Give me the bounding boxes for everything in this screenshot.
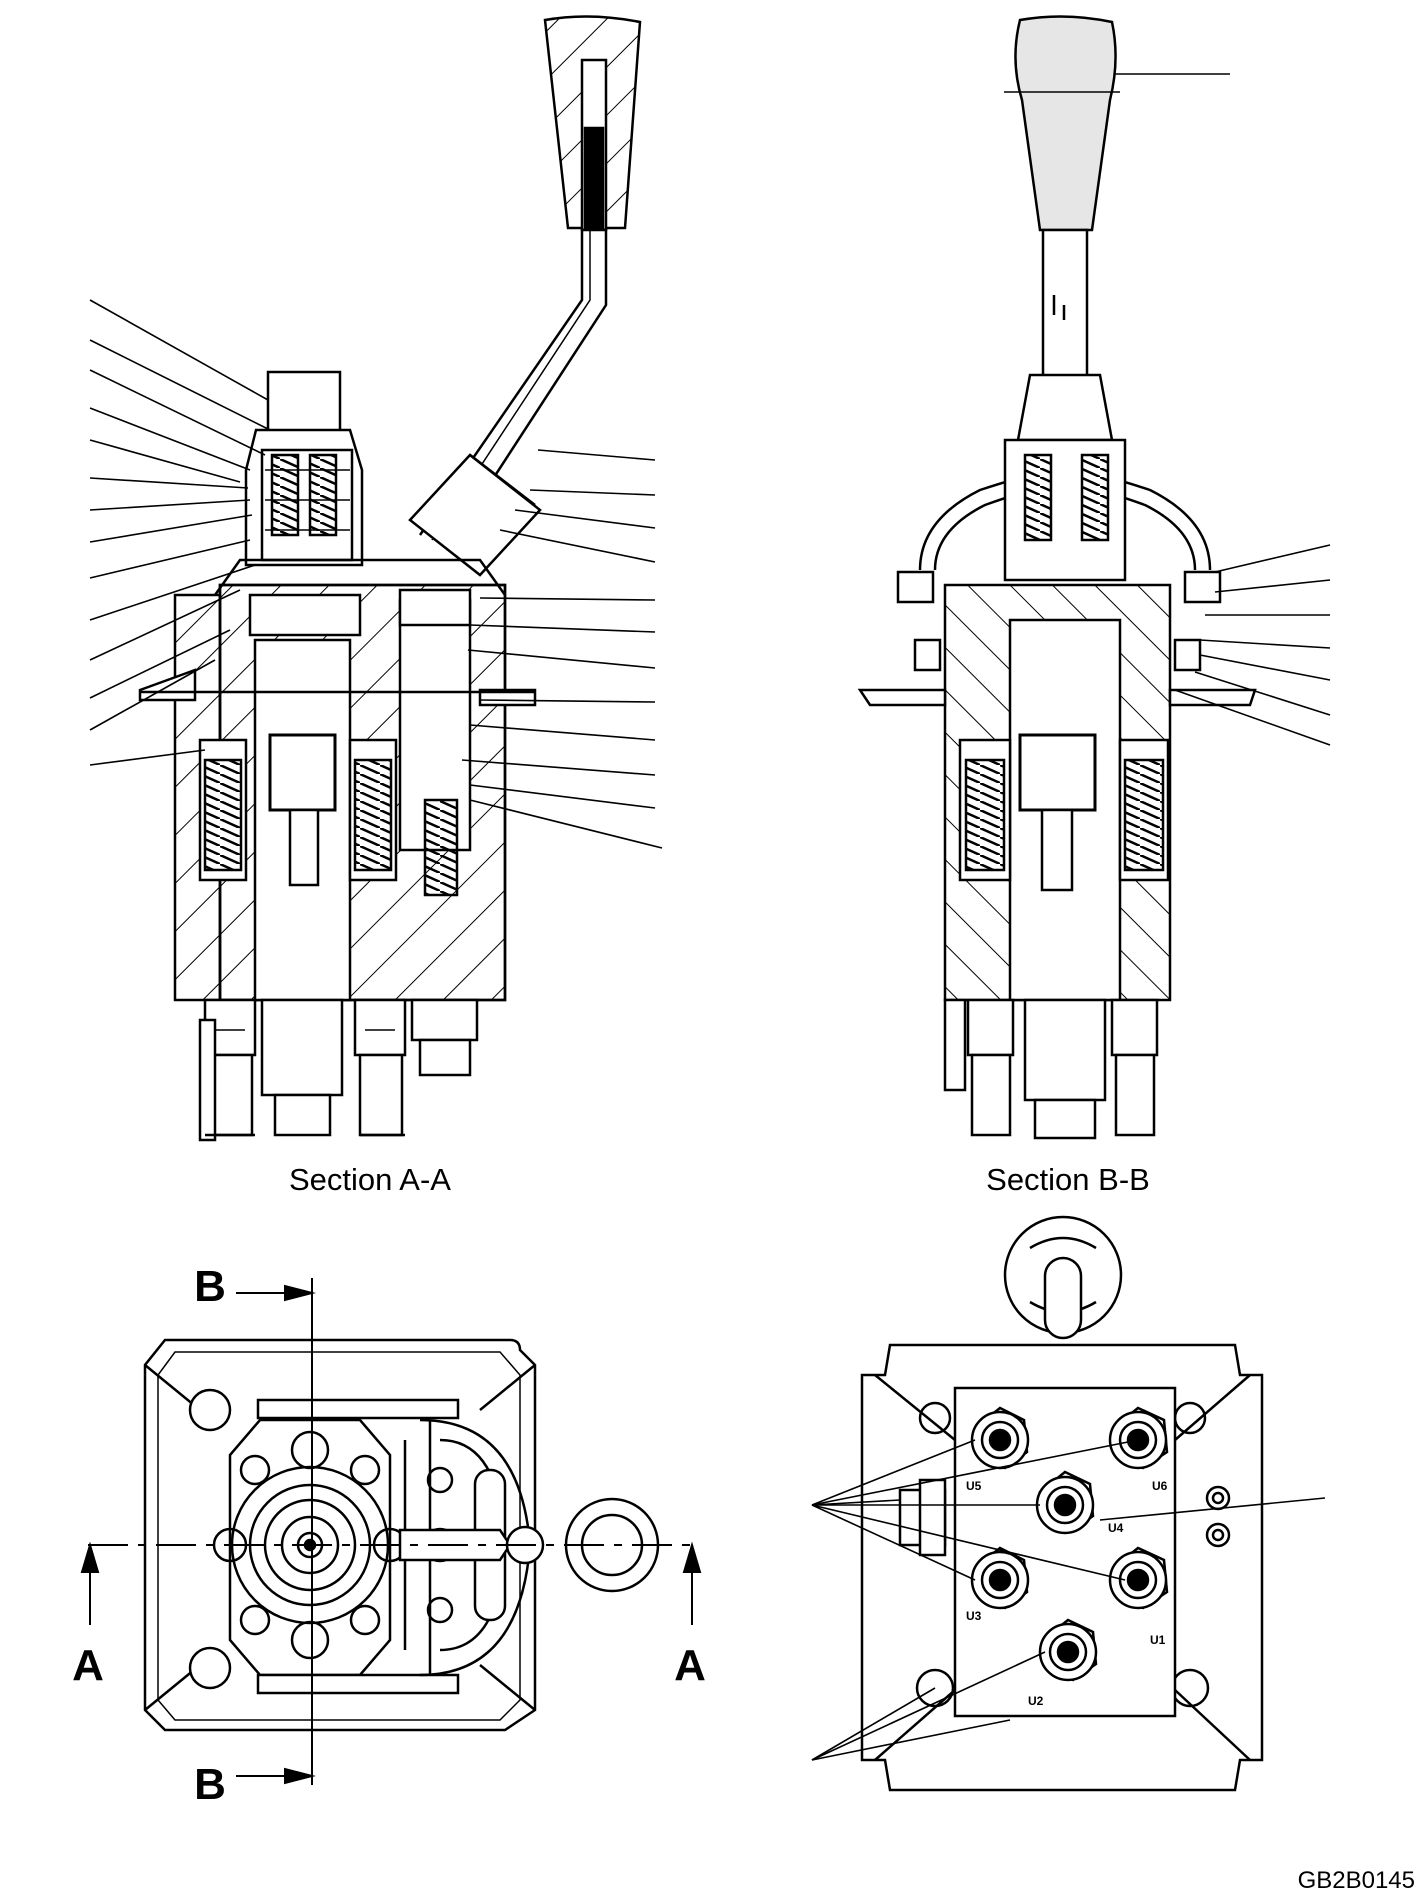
port-u4-label: U4 — [1108, 1521, 1124, 1535]
port-fittings — [970, 1406, 1169, 1682]
port-u1-fitting — [1108, 1546, 1169, 1610]
lever-knob-b — [1014, 15, 1117, 232]
mount-hole — [188, 1646, 232, 1690]
leader-lines-b — [1115, 73, 1331, 746]
section-b-marker-top: B — [194, 1262, 226, 1311]
port-u3-fitting — [970, 1546, 1030, 1610]
leader-lines-a-left — [89, 299, 271, 766]
section-a-a-caption: Section A-A — [289, 1162, 451, 1197]
port-u2-label: U2 — [1028, 1694, 1044, 1708]
port-u4-fitting — [1035, 1470, 1095, 1535]
leader-lines-ports — [811, 1439, 1326, 1761]
section-a-a-drawing — [138, 15, 642, 1142]
port-u1-label: U1 — [1150, 1633, 1166, 1647]
drawing-code: GB2B0145 — [1298, 1867, 1415, 1894]
port-u3-label: U3 — [966, 1609, 982, 1623]
section-b-b-caption: Section B-B — [986, 1162, 1150, 1197]
base-plate — [143, 1338, 537, 1732]
base-plate-bottom — [860, 1343, 1264, 1792]
port-u5-label: U5 — [966, 1479, 982, 1493]
section-a-marker-left: A — [72, 1641, 104, 1690]
port-u2-fitting — [1038, 1618, 1098, 1682]
leader-lines-a-right — [461, 449, 663, 849]
section-b-b-drawing — [857, 15, 1257, 1140]
port-u5-fitting — [970, 1406, 1030, 1470]
section-lines — [80, 1278, 702, 1785]
section-a-marker-right: A — [674, 1641, 706, 1690]
top-view-drawing — [143, 1338, 660, 1732]
section-b-marker-bottom: B — [194, 1760, 226, 1809]
mount-hole — [188, 1388, 232, 1432]
port-u6-label: U6 — [1152, 1479, 1168, 1493]
